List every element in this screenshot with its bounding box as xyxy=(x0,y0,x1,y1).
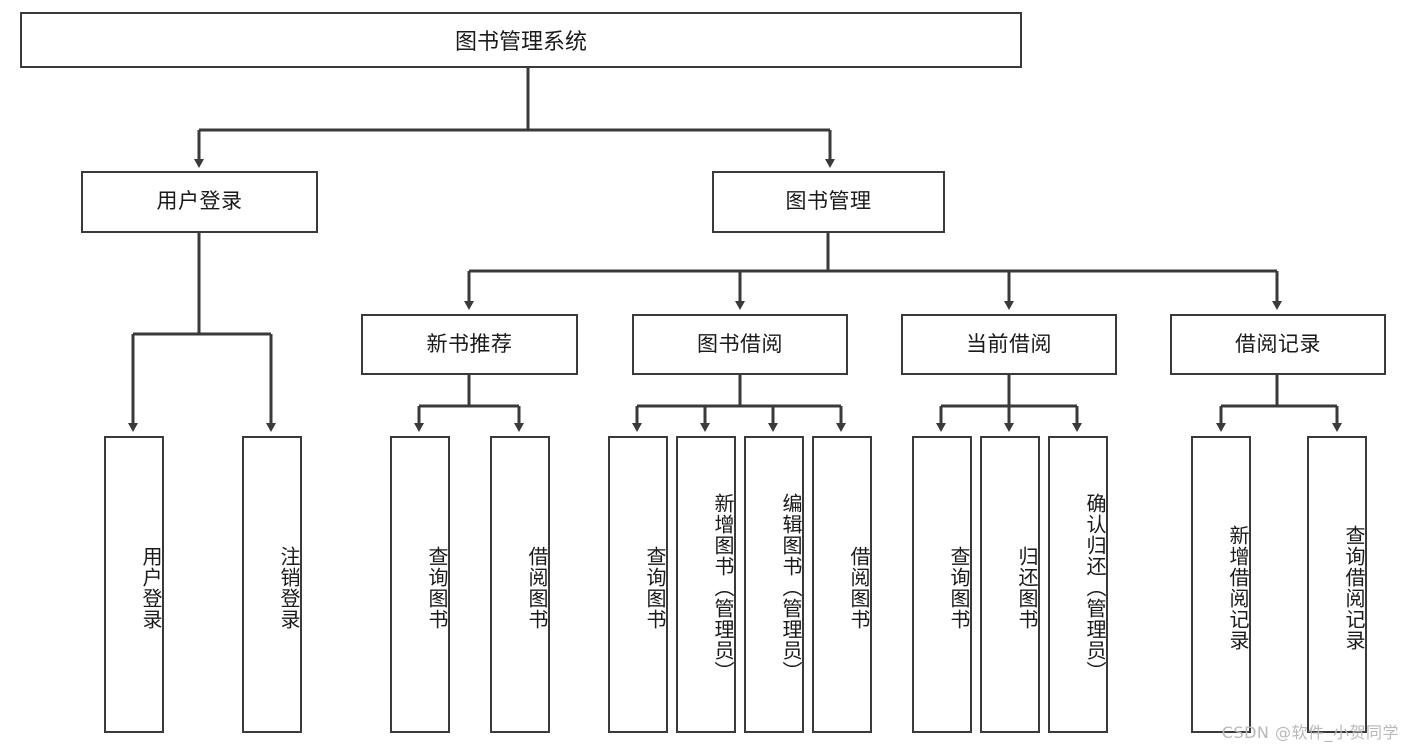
node-current-borrow-label: 当前借阅 xyxy=(966,331,1052,356)
node-root-label: 图书管理系统 xyxy=(454,30,587,55)
node-leaf-query-book-1-label: 查询图书 xyxy=(425,545,449,630)
node-new-book-recommend[interactable]: 新书推荐 xyxy=(361,314,578,375)
node-user-login-label: 用户登录 xyxy=(156,189,243,214)
node-leaf-user-login-label: 用户登录 xyxy=(139,545,163,630)
node-leaf-return-book[interactable]: 归还图书 xyxy=(980,436,1040,733)
node-leaf-add-record[interactable]: 新增借阅记录 xyxy=(1191,436,1251,733)
node-leaf-confirm-return-label: 确认归还（管理员） xyxy=(1083,493,1107,682)
node-book-management-label: 图书管理 xyxy=(785,189,872,214)
node-leaf-add-book[interactable]: 新增图书（管理员） xyxy=(676,436,736,733)
node-book-management[interactable]: 图书管理 xyxy=(712,171,945,233)
node-leaf-user-login[interactable]: 用户登录 xyxy=(104,436,164,733)
node-new-book-recommend-label: 新书推荐 xyxy=(426,331,513,356)
node-leaf-logout-login-label: 注销登录 xyxy=(277,545,301,630)
node-user-login[interactable]: 用户登录 xyxy=(81,171,318,233)
node-borrow-record[interactable]: 借阅记录 xyxy=(1170,314,1386,375)
node-leaf-borrow-book-1[interactable]: 借阅图书 xyxy=(490,436,550,733)
node-leaf-query-book-2[interactable]: 查询图书 xyxy=(608,436,668,733)
node-leaf-query-book-2-label: 查询图书 xyxy=(643,545,667,630)
node-borrow-record-label: 借阅记录 xyxy=(1235,331,1321,356)
node-book-borrow[interactable]: 图书借阅 xyxy=(632,314,848,375)
node-leaf-edit-book-label: 编辑图书（管理员） xyxy=(779,493,803,682)
node-leaf-add-book-label: 新增图书（管理员） xyxy=(711,493,735,682)
node-root[interactable]: 图书管理系统 xyxy=(20,12,1022,68)
watermark: CSDN @软件_小贺同学 xyxy=(1221,723,1399,742)
node-leaf-query-book-3[interactable]: 查询图书 xyxy=(912,436,972,733)
node-leaf-return-book-label: 归还图书 xyxy=(1015,545,1039,630)
node-leaf-edit-book[interactable]: 编辑图书（管理员） xyxy=(744,436,804,733)
node-leaf-borrow-book-2[interactable]: 借阅图书 xyxy=(812,436,872,733)
node-leaf-query-record-label: 查询借阅记录 xyxy=(1342,524,1366,651)
node-leaf-query-record[interactable]: 查询借阅记录 xyxy=(1307,436,1367,733)
node-leaf-confirm-return[interactable]: 确认归还（管理员） xyxy=(1048,436,1108,733)
node-book-borrow-label: 图书借阅 xyxy=(697,331,783,356)
node-leaf-add-record-label: 新增借阅记录 xyxy=(1226,524,1250,651)
node-current-borrow[interactable]: 当前借阅 xyxy=(901,314,1117,375)
node-leaf-query-book-1[interactable]: 查询图书 xyxy=(390,436,450,733)
node-leaf-query-book-3-label: 查询图书 xyxy=(947,545,971,630)
node-leaf-borrow-book-2-label: 借阅图书 xyxy=(847,545,871,630)
node-leaf-logout-login[interactable]: 注销登录 xyxy=(242,436,302,733)
node-leaf-borrow-book-1-label: 借阅图书 xyxy=(525,545,549,630)
